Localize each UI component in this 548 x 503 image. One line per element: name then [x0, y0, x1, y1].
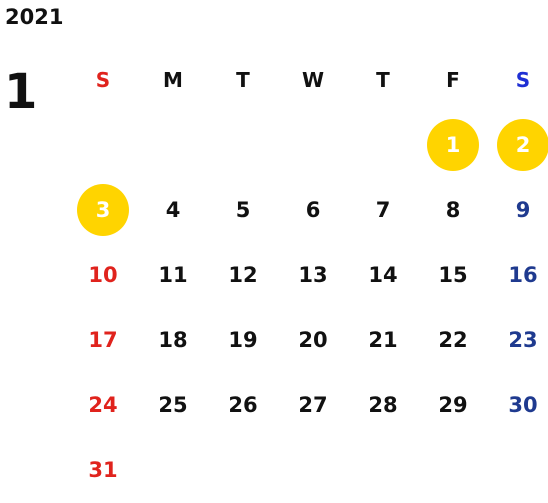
- calendar-day: 19: [228, 327, 258, 352]
- calendar-day: [278, 112, 348, 177]
- year-label: 2021: [5, 5, 64, 29]
- weekday-header: S: [515, 68, 531, 92]
- calendar-day: 15: [438, 262, 468, 287]
- holiday-marker: 2: [497, 118, 548, 171]
- weekday-header: W: [301, 68, 325, 92]
- calendar-day: 28: [368, 392, 398, 417]
- weekday-header: T: [376, 68, 390, 92]
- calendar-day: [208, 437, 278, 502]
- weekday-header: S: [95, 68, 111, 92]
- holiday-marker: 3: [77, 183, 129, 236]
- calendar-day: 10: [88, 262, 118, 287]
- calendar-day: 23: [508, 327, 538, 352]
- calendar-day: 14: [368, 262, 398, 287]
- calendar-day: [138, 437, 208, 502]
- calendar-day: [348, 112, 418, 177]
- month-number: 1: [4, 64, 38, 120]
- calendar-day: [488, 437, 548, 502]
- calendar-day: 31: [88, 457, 118, 482]
- calendar-day: [348, 437, 418, 502]
- calendar-day: 24: [88, 392, 118, 417]
- calendar-day: 30: [508, 392, 538, 417]
- calendar-day-holiday: 2: [488, 112, 548, 177]
- weekday-header: M: [163, 68, 183, 92]
- calendar-day: 13: [298, 262, 328, 287]
- calendar-day: 21: [368, 327, 398, 352]
- calendar-day: 27: [298, 392, 328, 417]
- calendar-day: [418, 437, 488, 502]
- calendar-day: 17: [88, 327, 118, 352]
- calendar-day: 26: [228, 392, 258, 417]
- calendar-day: 16: [508, 262, 538, 287]
- calendar-day: 25: [158, 392, 188, 417]
- calendar-day-holiday: 3: [68, 177, 138, 242]
- weekday-header: T: [236, 68, 250, 92]
- calendar-day-holiday: 1: [418, 112, 488, 177]
- calendar-day: 6: [305, 197, 321, 222]
- calendar-day: 8: [445, 197, 461, 222]
- calendar-day: [138, 112, 208, 177]
- calendar-day: 4: [165, 197, 181, 222]
- calendar-grid: S M T W T F S 1 2 3 4 5 6 7 8 9 10 11 12…: [68, 48, 548, 502]
- calendar-day: 20: [298, 327, 328, 352]
- calendar-day: 7: [375, 197, 391, 222]
- calendar-day: 22: [438, 327, 468, 352]
- calendar-day: 5: [235, 197, 251, 222]
- calendar-day: 29: [438, 392, 468, 417]
- calendar-day: 18: [158, 327, 188, 352]
- calendar-day: [208, 112, 278, 177]
- holiday-marker: 1: [427, 118, 479, 171]
- calendar-day: 12: [228, 262, 258, 287]
- calendar-day: [68, 112, 138, 177]
- calendar-day: [278, 437, 348, 502]
- weekday-header: F: [446, 68, 460, 92]
- calendar-day: 11: [158, 262, 188, 287]
- calendar-day: 9: [515, 197, 531, 222]
